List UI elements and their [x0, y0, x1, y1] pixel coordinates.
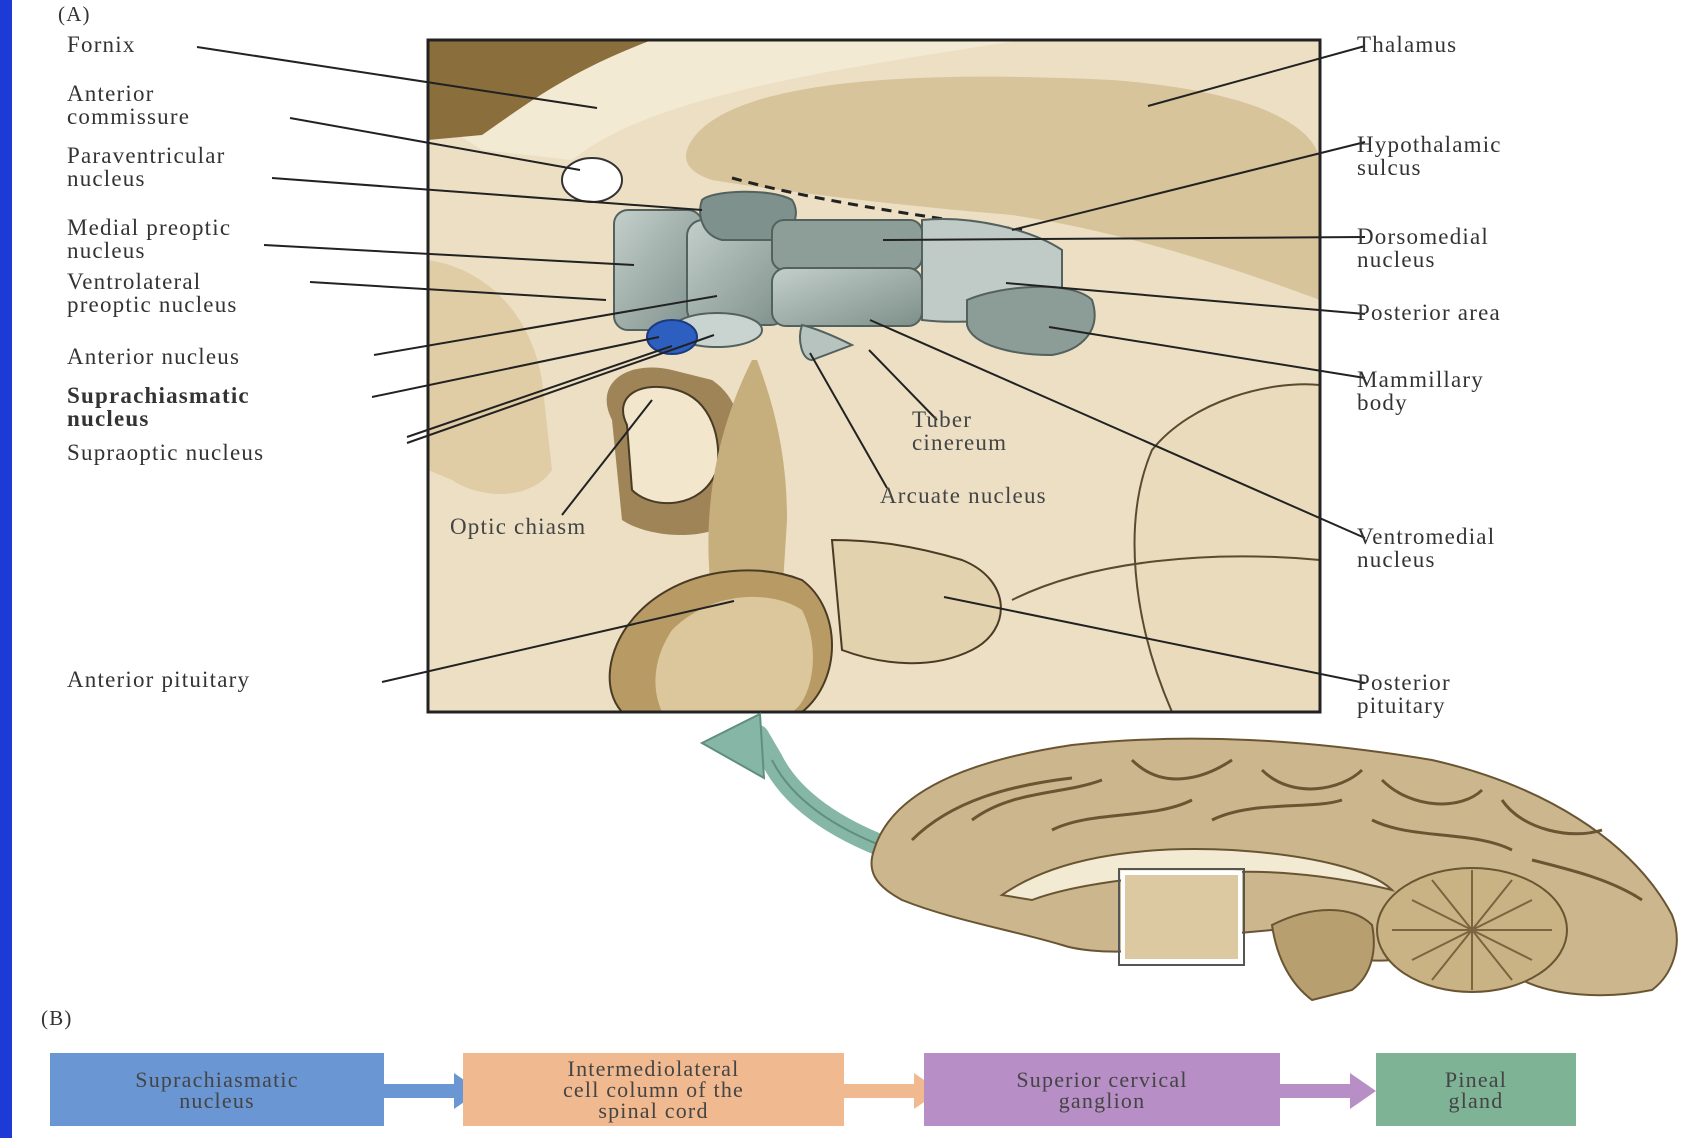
label-suprachiasmatic-nucleus: Suprachiasmatic nucleus: [67, 384, 250, 430]
label-arcuate-nucleus: Arcuate nucleus: [880, 484, 1047, 507]
label-thalamus: Thalamus: [1357, 33, 1457, 56]
flow-box-label: Intermediolateral cell column of the spi…: [563, 1058, 744, 1121]
flow-box-label: Suprachiasmatic nucleus: [135, 1069, 298, 1111]
label-medial-preoptic-nucleus: Medial preoptic nucleus: [67, 216, 231, 262]
label-posterior-pituitary: Posterior pituitary: [1357, 671, 1451, 717]
label-hypothalamic-sulcus: Hypothalamic sulcus: [1357, 133, 1502, 179]
label-anterior-nucleus: Anterior nucleus: [67, 345, 240, 368]
label-tuber-cinereum: Tuber cinereum: [912, 408, 1007, 454]
flow-box-label: Superior cervical ganglion: [1016, 1069, 1187, 1111]
flow-box-label: Pineal gland: [1445, 1069, 1507, 1111]
label-fornix: Fornix: [67, 33, 136, 56]
panel-a-label: (A): [58, 3, 91, 26]
label-anterior-pituitary: Anterior pituitary: [67, 668, 250, 691]
label-anterior-commissure: Anterior commissure: [67, 82, 190, 128]
label-posterior-area: Posterior area: [1357, 301, 1501, 324]
label-optic-chiasm: Optic chiasm: [450, 515, 586, 538]
flow-box-suprachiasmatic: Suprachiasmatic nucleus: [50, 1053, 384, 1126]
label-dorsomedial-nucleus: Dorsomedial nucleus: [1357, 225, 1489, 271]
brain-sagittal-figure: [871, 739, 1676, 1000]
label-ventrolateral-preoptic-nucleus: Ventrolateral preoptic nucleus: [67, 270, 238, 316]
label-ventromedial-nucleus: Ventromedial nucleus: [1357, 525, 1495, 571]
flow-box-superior-cervical-ganglion: Superior cervical ganglion: [924, 1053, 1280, 1126]
flow-box-pineal-gland: Pineal gland: [1376, 1053, 1576, 1126]
panel-b-label: (B): [41, 1007, 73, 1030]
label-supraoptic-nucleus: Supraoptic nucleus: [67, 441, 264, 464]
slide-canvas: (A) (B) Fornix Anterior commissure Parav…: [12, 0, 1691, 1138]
label-mammillary-body: Mammillary body: [1357, 368, 1484, 414]
flow-box-intermediolateral: Intermediolateral cell column of the spi…: [463, 1053, 844, 1126]
label-paraventricular-nucleus: Paraventricular nucleus: [67, 144, 225, 190]
